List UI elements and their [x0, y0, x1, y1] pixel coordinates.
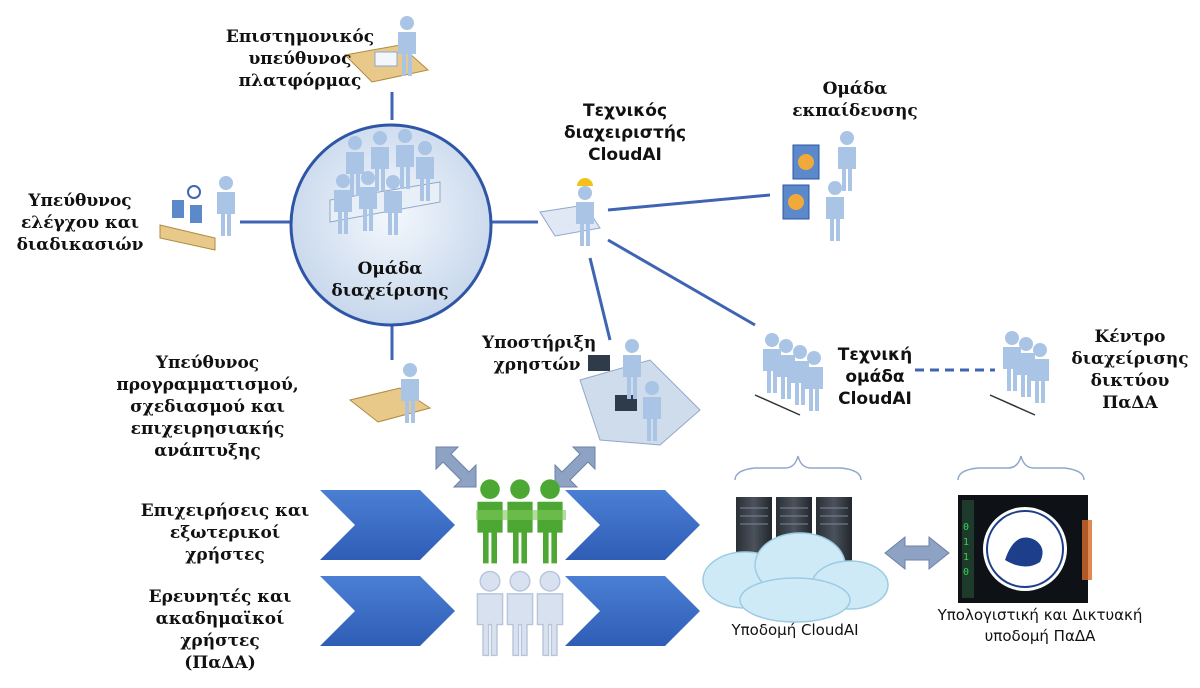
- network-team-icon: [989, 331, 1049, 416]
- researchers-label: Ερευνητές και ακαδημαϊκοί χρήστες (ΠαΔΑ): [148, 587, 292, 673]
- cloud-icon: [702, 532, 889, 623]
- infra-double-arrow: [884, 535, 950, 571]
- green-users-icon: [476, 479, 566, 564]
- svg-text:0: 0: [963, 522, 969, 533]
- network-center-label: Κέντρο διαχείρισης δικτύου ΠαΔΑ: [1071, 327, 1189, 413]
- connector-lines: [240, 92, 771, 360]
- scientific-lead-label: Επιστημονικός υπεύθυνος πλατφόρμας: [225, 27, 375, 91]
- svg-text:0: 0: [963, 567, 969, 578]
- pale-users-icon: [476, 570, 564, 657]
- flow-chevrons: [320, 490, 700, 646]
- user-support-label: Υποστήριξη χρηστών: [482, 333, 597, 375]
- conveyor-person-icon: [159, 176, 235, 251]
- training-icon: [782, 131, 856, 241]
- svg-text:1: 1: [963, 537, 969, 548]
- programming-lead-label: Υπεύθυνος προγραμματισμού, σχεδιασμού κα…: [116, 353, 299, 461]
- engineer-icon: [539, 178, 601, 246]
- meeting-icon: [329, 129, 441, 235]
- training-team-label: Ομάδα εκπαίδευσης: [792, 79, 918, 121]
- cloudai-infra-label: Υποδομή CloudAI: [731, 621, 859, 639]
- control-lead-label: Υπεύθυνος ελέγχου και διαδικασιών: [16, 191, 144, 255]
- technical-team-icon: [754, 333, 823, 416]
- uniwa-infra-image: 0 1 1 0: [958, 495, 1092, 603]
- technical-admin-label: Τεχνικός διαχειριστής CloudAI: [563, 101, 687, 165]
- uniwa-infra-label: Υπολογιστική και Δικτυακή υποδομή ΠαΔΑ: [937, 606, 1143, 645]
- braces: [734, 455, 1085, 481]
- planning-desk-icon: [348, 363, 432, 423]
- technical-team-label: Τεχνική ομάδα CloudAI: [837, 345, 913, 409]
- management-team-label: Ομάδα διαχείρισης: [331, 259, 449, 301]
- helpdesk-icon: [579, 339, 701, 446]
- businesses-label: Επιχειρήσεις και εξωτερικοί χρήστες: [140, 501, 310, 565]
- svg-text:1: 1: [963, 552, 969, 563]
- desk-person-icon: [343, 16, 430, 83]
- uniwa-logo-icon: [1005, 537, 1043, 567]
